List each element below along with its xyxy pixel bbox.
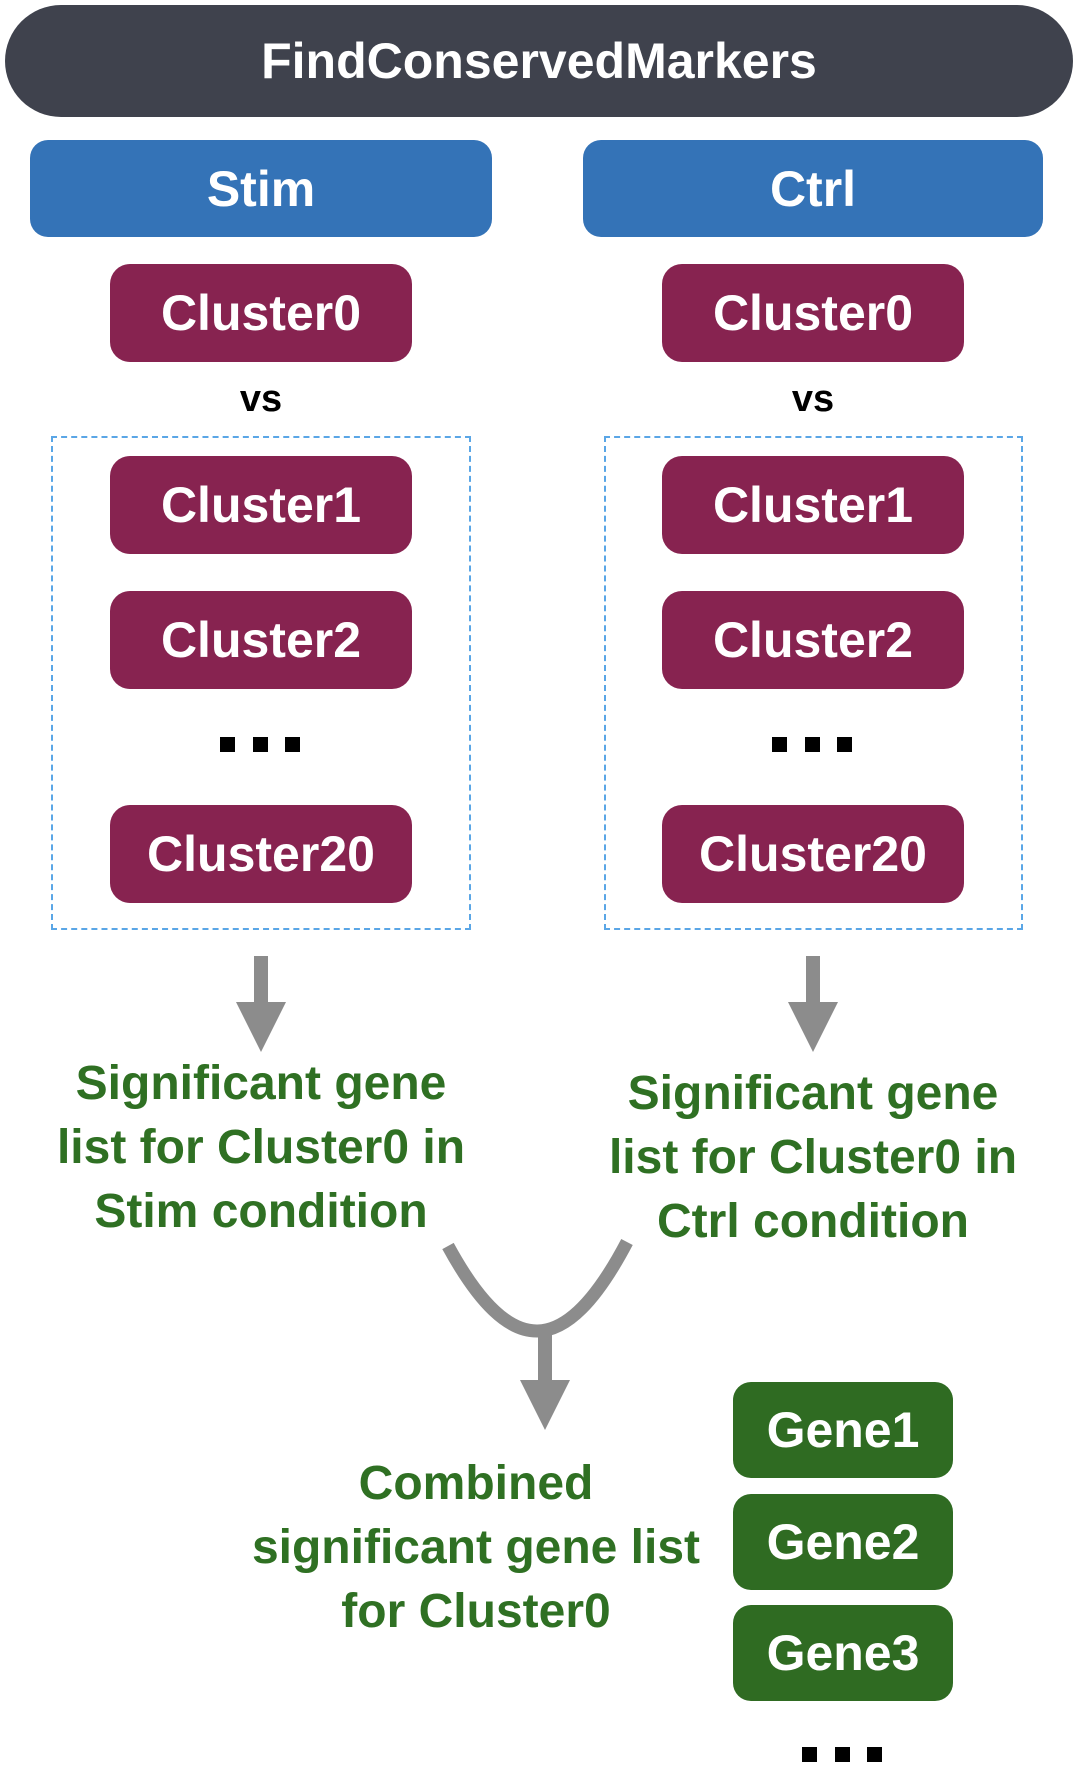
ctrl-vs-label: vs [791, 378, 835, 420]
ellipsis-dot [252, 737, 268, 752]
stim-cluster-20: Cluster20 [110, 805, 412, 903]
ellipsis-dot [834, 1747, 850, 1762]
stim-result-line-1: Significant gene [75, 1057, 447, 1110]
ctrl-condition-header: Ctrl [583, 140, 1043, 237]
ctrl-result-line-3: Ctrl condition [657, 1195, 969, 1248]
stim-down-arrow [236, 956, 286, 1052]
combined-result-text: Combined significant gene list for Clust… [226, 1452, 726, 1644]
diagram-title: FindConservedMarkers [5, 5, 1073, 117]
ctrl-down-arrow [788, 956, 838, 1052]
stim-result-line-2: list for Cluster0 in [56, 1121, 466, 1174]
gene-3: Gene3 [733, 1605, 953, 1701]
gene-2: Gene2 [733, 1494, 953, 1590]
stim-result-text: Significant gene list for Cluster0 in St… [10, 1052, 512, 1244]
ctrl-reference-cluster: Cluster0 [662, 264, 964, 362]
combined-line-2: significant gene list [251, 1521, 701, 1574]
stim-comparison-group [51, 436, 471, 930]
stim-result-line-3: Stim condition [94, 1185, 428, 1238]
merge-arrow [442, 1238, 633, 1430]
ctrl-cluster-1: Cluster1 [662, 456, 964, 554]
ellipsis-dot [802, 1747, 817, 1762]
stim-ellipsis [220, 737, 300, 752]
ellipsis-dot [867, 1747, 882, 1762]
ctrl-cluster-20: Cluster20 [662, 805, 964, 903]
ellipsis-dot [837, 737, 852, 752]
stim-cluster-1: Cluster1 [110, 456, 412, 554]
gene-1: Gene1 [733, 1382, 953, 1478]
ctrl-result-line-1: Significant gene [627, 1067, 999, 1120]
stim-vs-label: vs [239, 378, 283, 420]
stim-cluster-2: Cluster2 [110, 591, 412, 689]
ctrl-comparison-group [604, 436, 1023, 930]
ctrl-result-text: Significant gene list for Cluster0 in Ct… [562, 1062, 1064, 1254]
ellipsis-dot [804, 737, 820, 752]
ellipsis-dot [285, 737, 300, 752]
ellipsis-dot [220, 737, 235, 752]
stim-reference-cluster: Cluster0 [110, 264, 412, 362]
combined-line-1: Combined [358, 1457, 594, 1510]
ctrl-result-line-2: list for Cluster0 in [608, 1131, 1018, 1184]
ellipsis-dot [772, 737, 787, 752]
gene-ellipsis [802, 1747, 882, 1762]
stim-condition-header: Stim [30, 140, 492, 237]
ctrl-cluster-2: Cluster2 [662, 591, 964, 689]
ctrl-ellipsis [772, 737, 852, 752]
combined-line-3: for Cluster0 [341, 1585, 611, 1638]
